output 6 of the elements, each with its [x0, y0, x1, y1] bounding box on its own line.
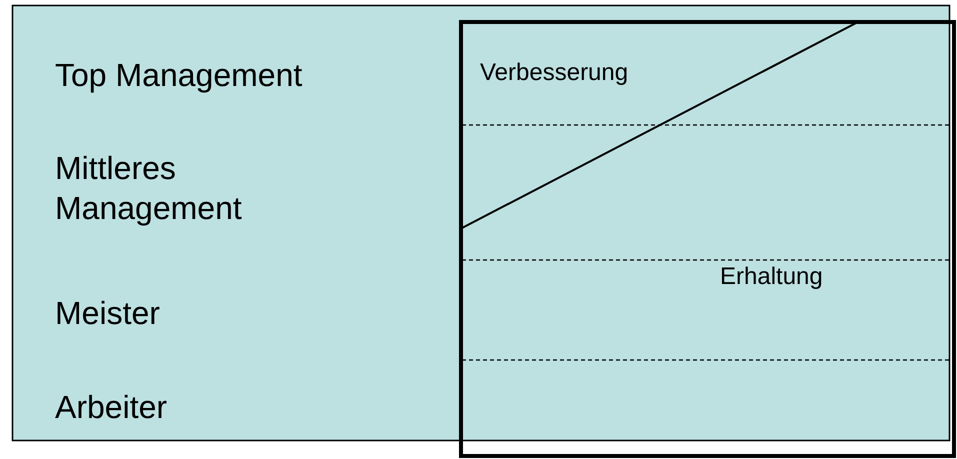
level-label: Mittleres Management — [55, 149, 243, 228]
level-label: Top Management — [55, 56, 302, 95]
region-label: Verbesserung — [480, 58, 628, 88]
region-label: Erhaltung — [720, 262, 823, 292]
level-label: Meister — [55, 294, 160, 333]
level-label: Arbeiter — [55, 388, 168, 427]
